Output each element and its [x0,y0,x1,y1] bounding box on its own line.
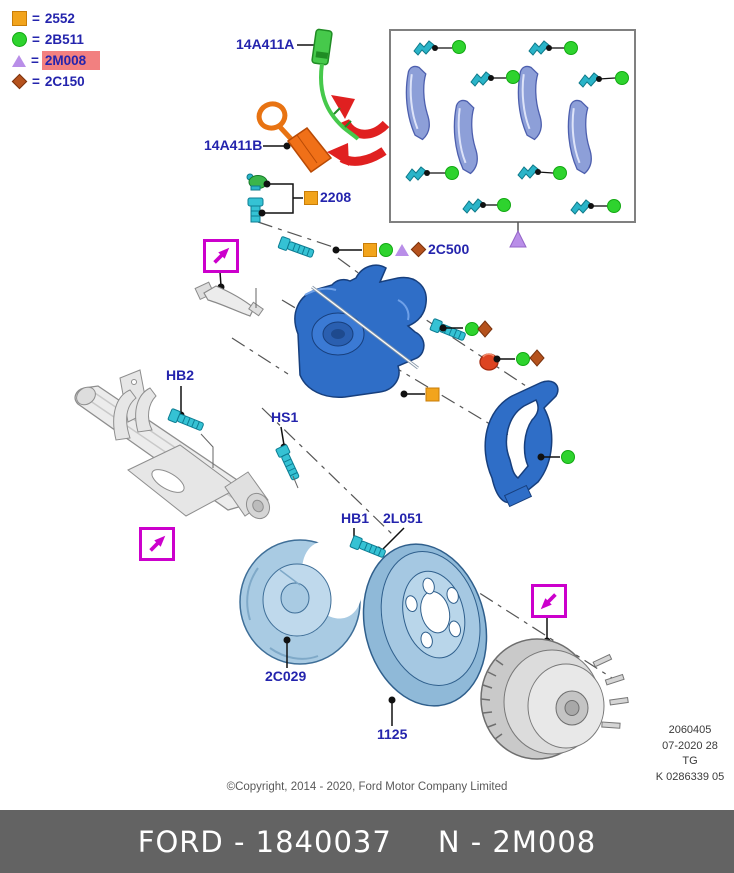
direction-arrows [327,95,390,166]
other-illustration-reference-3[interactable] [531,584,567,618]
plate-number: 2060405 [668,724,712,736]
screw-hs1 [275,426,302,489]
square-icon [12,11,27,26]
clip-dots [424,45,602,209]
callout-1125[interactable]: 1125 [377,726,408,742]
callout-2208-group[interactable]: 2208 [304,190,351,205]
pad-set-triangle-symbol [509,229,527,248]
brake-hose-fitting [194,271,264,317]
callout-2208[interactable]: 2208 [320,189,352,205]
bolt-hb2 [167,386,214,468]
diamond-icon [410,241,427,258]
triangle-icon [395,243,409,256]
southwest-arrow-icon [540,593,557,610]
plate-refcode: K 0286339 05 [655,770,725,783]
brake-disc [362,543,488,707]
legend-equals: = [32,11,40,26]
plate-date: 07-2020 28 [662,739,718,752]
copyright-line: ©Copyright, 2014 - 2020, Ford Motor Comp… [226,781,508,793]
brake-pad-inset [389,29,636,248]
legend-row: = 2552 [12,8,100,29]
wheel-studs [592,653,629,729]
callout-hb2[interactable]: HB2 [166,367,195,383]
legend-row: = 2B511 [12,29,100,50]
splash-shield [239,539,362,668]
caliper-square-symbol [425,387,440,402]
circle-icon [12,32,27,47]
bleeder-screw-and-cap [246,173,303,223]
callout-hs1[interactable]: HS1 [271,409,299,425]
callout-2c500[interactable]: 2C500 [428,241,470,257]
square-icon [363,242,377,257]
legend-row: = 2M008 [12,50,101,71]
plate-code: TG [682,755,698,767]
triangle-icon [12,54,26,67]
part-number-banner: FORD - 1840037 N - 2M008 [0,810,734,873]
wheel-hub [480,618,629,760]
legend-row: = 2C150 [11,71,100,92]
caliper-guide-bolt-2c500 [277,235,362,261]
circle-icon [379,242,393,257]
other-illustration-reference-1[interactable] [203,239,239,273]
legend-code-2c150[interactable]: 2C150 [44,74,85,89]
legend-code-2552[interactable]: 2552 [44,11,75,26]
revision-plate: 2060405 07-2020 28 TG K 0286339 05 [638,723,734,785]
guide-pin-cap [479,349,545,371]
brake-disc-leader [388,696,396,726]
callout-14a411a[interactable]: 14A411A [236,36,295,52]
other-illustration-reference-2[interactable] [139,527,175,561]
legend-equals: = [32,32,40,47]
abs-sensor-harness-b [256,101,333,174]
legend-code-2m008-highlighted[interactable]: 2M008 [41,51,101,70]
callout-2c500-group[interactable]: 2C500 [363,241,470,258]
legend-code-2b511[interactable]: 2B511 [44,32,84,47]
northeast-arrow-icon [213,247,230,264]
callout-2l051[interactable]: 2L051 [383,510,423,526]
callout-hb1[interactable]: HB1 [341,510,370,526]
northeast-arrow-icon [149,535,166,552]
caliper-guide-pin [429,317,493,344]
brake-caliper [294,264,440,402]
banner-ford-number: FORD - 1840037 [137,824,392,859]
square-icon [304,190,318,205]
callout-14a411b[interactable]: 14A411B [204,137,263,153]
diamond-icon [11,73,28,90]
callout-2c029[interactable]: 2C029 [265,668,307,684]
abs-sensor-harness-a [297,28,360,141]
caliper-anchor-bracket [484,380,575,508]
clip-symbol-circles [445,40,629,213]
exploded-diagram [74,28,636,760]
symbol-legend: = 2552 = 2B511 = 2M008 = 2C150 [11,8,101,92]
axle-assembly [74,369,271,520]
banner-base-number: N - 2M008 [437,824,597,859]
legend-equals: = [31,53,39,68]
legend-equals: = [32,74,40,89]
